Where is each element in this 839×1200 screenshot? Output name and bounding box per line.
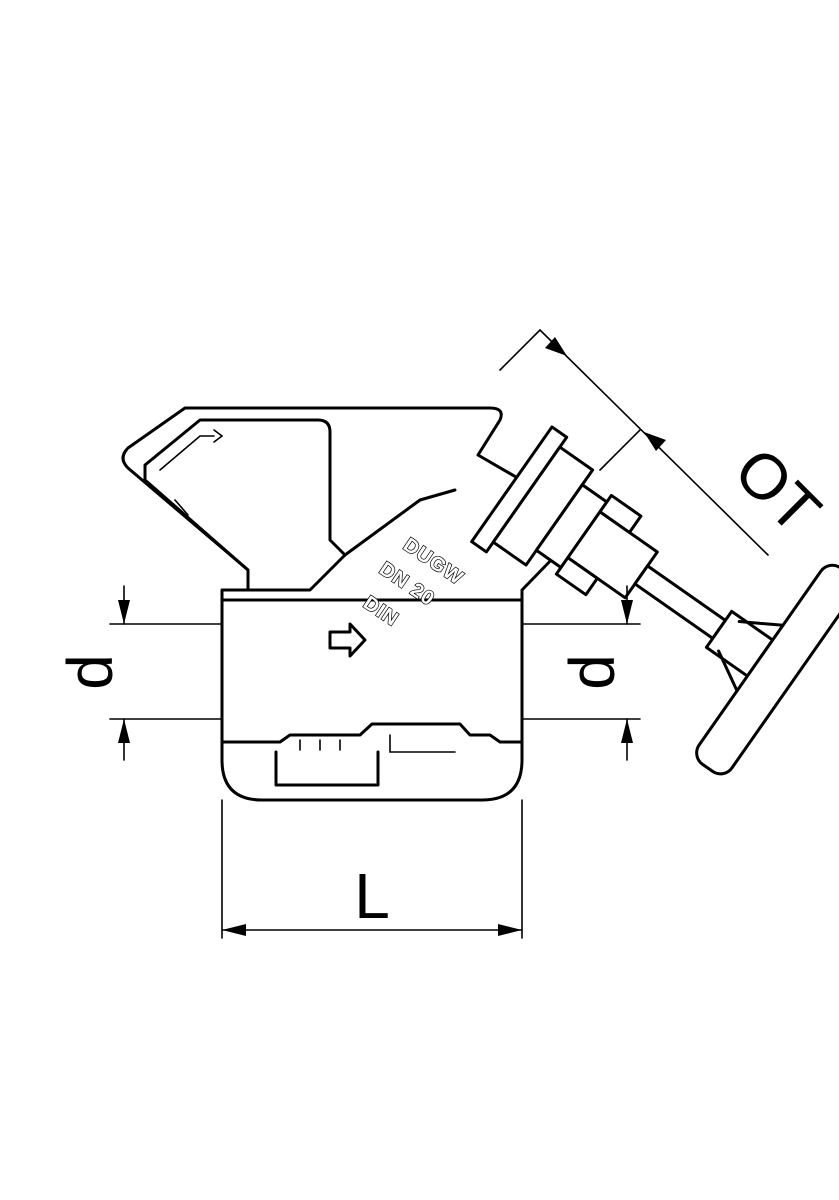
dimension-d-right-label: d [556, 654, 628, 690]
upper-chamber [143, 418, 347, 592]
dimension-d-left: d [54, 585, 223, 761]
dimension-d-right: d [521, 585, 641, 761]
dimension-d-left-label: d [54, 654, 126, 690]
dimension-overall-top-label: OT [721, 434, 835, 548]
dimension-length: L [221, 799, 523, 939]
dimension-length-label: L [354, 860, 390, 932]
arrow-right-icon [328, 622, 367, 658]
valve-body [121, 406, 592, 802]
bonnet-assembly [470, 425, 839, 776]
seat-outline [343, 488, 457, 557]
